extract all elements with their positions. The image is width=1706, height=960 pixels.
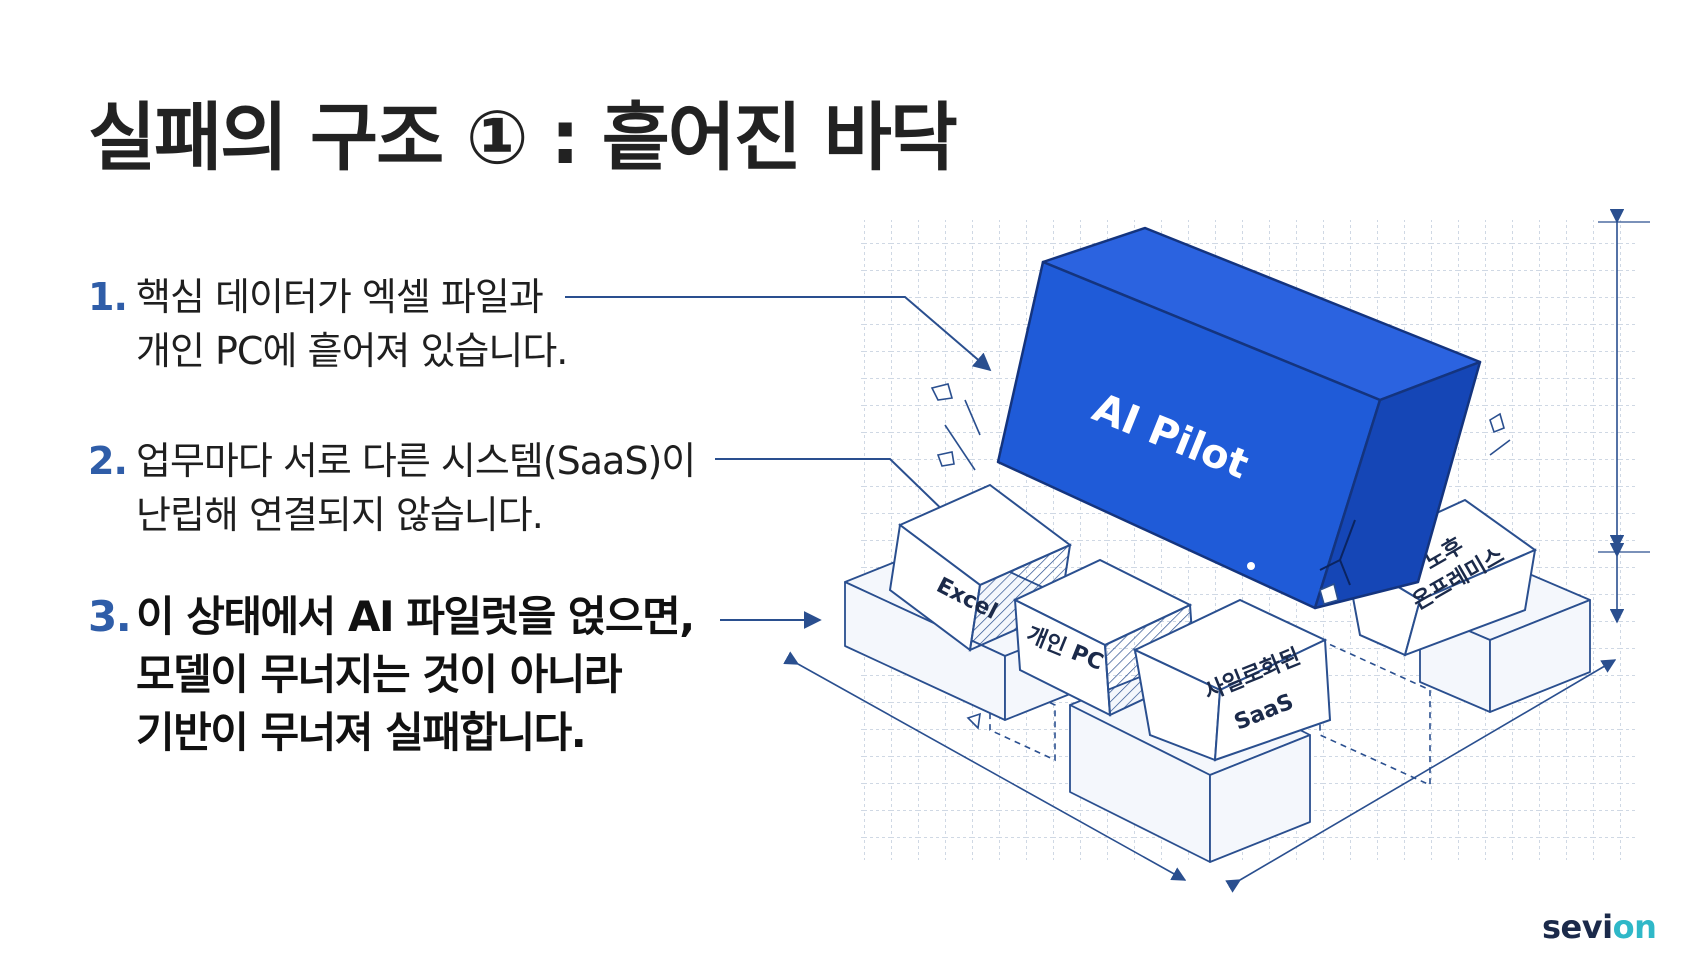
point-3: 3. 이 상태에서 AI 파일럿을 얹으면, 모델이 무너지는 것이 아니라 기… — [88, 588, 695, 762]
point-number: 2. — [88, 439, 128, 483]
point-number: 1. — [88, 275, 128, 319]
logo-text: sevi — [1542, 908, 1613, 946]
point-2: 2. 업무마다 서로 다른 시스템(SaaS)이 난립해 연결되지 않습니다. — [88, 434, 696, 542]
point-line: 난립해 연결되지 않습니다. — [136, 493, 544, 537]
point-line: 핵심 데이터가 엑셀 파일과 — [136, 275, 544, 319]
leader-line-2 — [715, 458, 957, 524]
point-line: 업무마다 서로 다른 시스템(SaaS)이 — [136, 439, 696, 483]
point-line: 개인 PC에 흩어져 있습니다. — [136, 329, 568, 373]
dimension-line-left — [783, 651, 1187, 881]
point-number: 3. — [88, 592, 132, 641]
sevion-logo: sevion — [1542, 908, 1657, 946]
dimension-line-right — [1225, 659, 1617, 893]
block-legacy-on-premise: 노후 온프레미스 — [1342, 498, 1538, 657]
page-title: 실패의 구조 ① : 흩어진 바닥 — [88, 95, 958, 181]
logo-text-accent: on — [1612, 908, 1657, 946]
point-line: 기반이 무너져 실패합니다. — [136, 708, 587, 757]
point-text: 이 상태에서 AI 파일럿을 얹으면, 모델이 무너지는 것이 아니라 기반이 … — [136, 588, 695, 762]
point-line: 모델이 무너지는 것이 아니라 — [136, 650, 623, 699]
leader-line-1 — [565, 296, 992, 372]
point-line: 이 상태에서 AI 파일럿을 얹으면, — [136, 592, 695, 641]
block-siloed-saas: 사일로화된 SaaS — [1132, 598, 1332, 762]
point-1: 1. 핵심 데이터가 엑셀 파일과 개인 PC에 흩어져 있습니다. — [88, 270, 568, 378]
block-ai-pilot: AI Pilot — [996, 226, 1482, 610]
point-text: 핵심 데이터가 엑셀 파일과 개인 PC에 흩어져 있습니다. — [136, 270, 568, 378]
point-text: 업무마다 서로 다른 시스템(SaaS)이 난립해 연결되지 않습니다. — [136, 434, 696, 542]
